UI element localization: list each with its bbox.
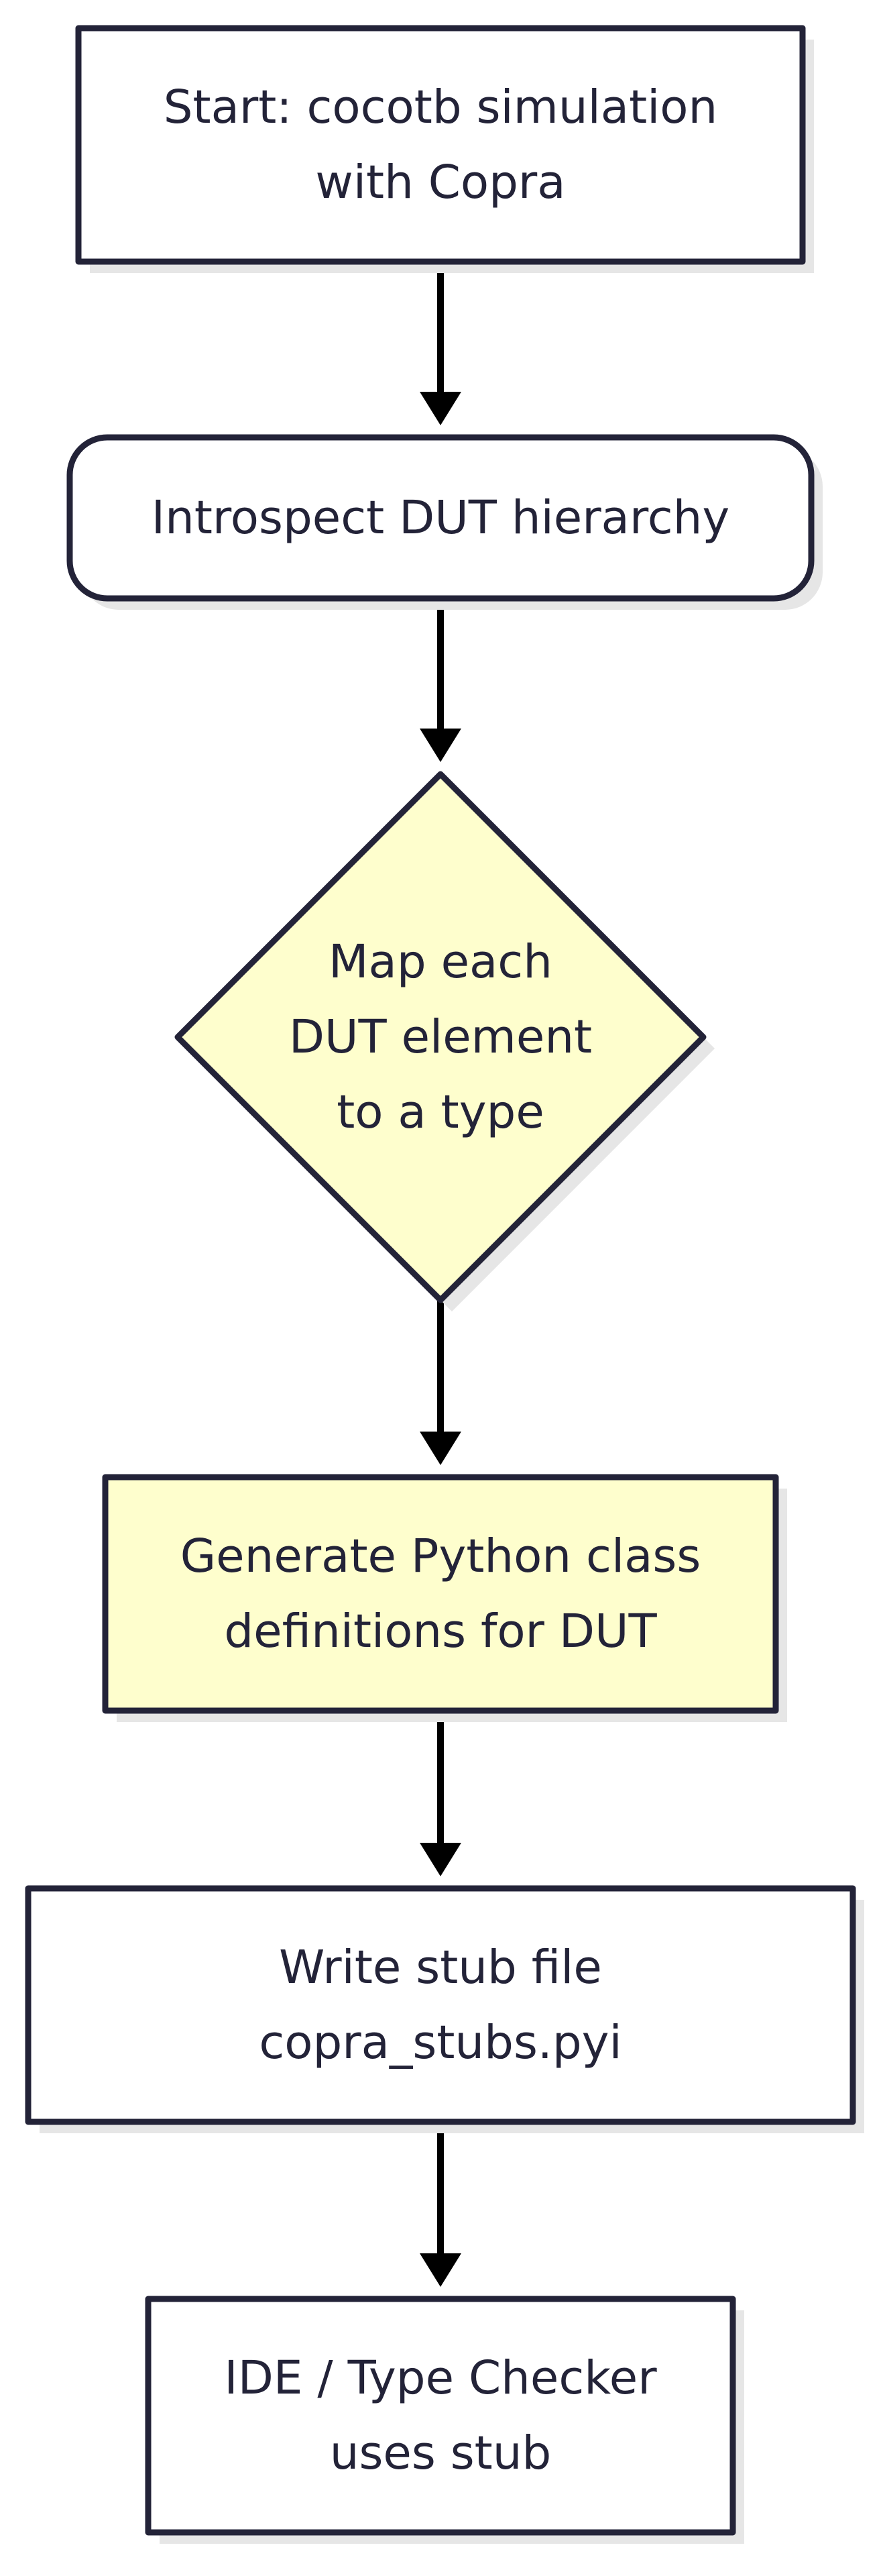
node-label-map: DUT element xyxy=(289,1010,592,1064)
arrowhead-icon xyxy=(420,1843,461,1876)
arrowhead-icon xyxy=(420,729,461,762)
node-start: Start: cocotb simulation with Copra xyxy=(75,25,814,273)
node-label-map: to a type xyxy=(337,1085,544,1139)
node-shape xyxy=(102,1474,779,1714)
node-ide: IDE / Type Checker uses stub xyxy=(145,2296,744,2544)
edge-map-to-generate xyxy=(420,1300,461,1465)
arrowhead-icon xyxy=(420,1432,461,1465)
node-shape xyxy=(75,25,806,265)
node-label-map: Map each xyxy=(329,935,552,989)
node-label-write: Write stub file xyxy=(279,1941,602,1994)
edges-layer xyxy=(420,262,461,2287)
node-shape xyxy=(174,771,707,1303)
node-label-ide: IDE / Type Checker xyxy=(224,2351,657,2405)
node-shape xyxy=(25,1885,856,2125)
node-label-start: Start: cocotb simulation xyxy=(164,80,718,134)
edge-generate-to-write xyxy=(420,1711,461,1876)
node-label-generate: Generate Python class xyxy=(180,1529,701,1583)
node-generate: Generate Python class definitions for DUT xyxy=(102,1474,787,1722)
edge-write-to-ide xyxy=(420,2122,461,2287)
edge-start-to-introspect xyxy=(420,262,461,425)
arrowhead-icon xyxy=(420,2253,461,2287)
edge-introspect-to-map xyxy=(420,598,461,762)
node-introspect: Introspect DUT hierarchy xyxy=(66,434,823,610)
node-label-ide: uses stub xyxy=(330,2426,552,2480)
node-shape xyxy=(66,434,815,602)
node-label-introspect: Introspect DUT hierarchy xyxy=(152,491,729,545)
node-shape xyxy=(145,2296,736,2536)
node-write: Write stub file copra_stubs.pyi xyxy=(25,1885,864,2133)
nodes-layer: Start: cocotb simulation with CopraIntros… xyxy=(25,25,864,2544)
node-label-start: with Copra xyxy=(315,156,565,209)
arrowhead-icon xyxy=(420,392,461,425)
node-label-generate: definitions for DUT xyxy=(224,1605,657,1658)
node-label-write: copra_stubs.pyi xyxy=(259,2016,622,2070)
